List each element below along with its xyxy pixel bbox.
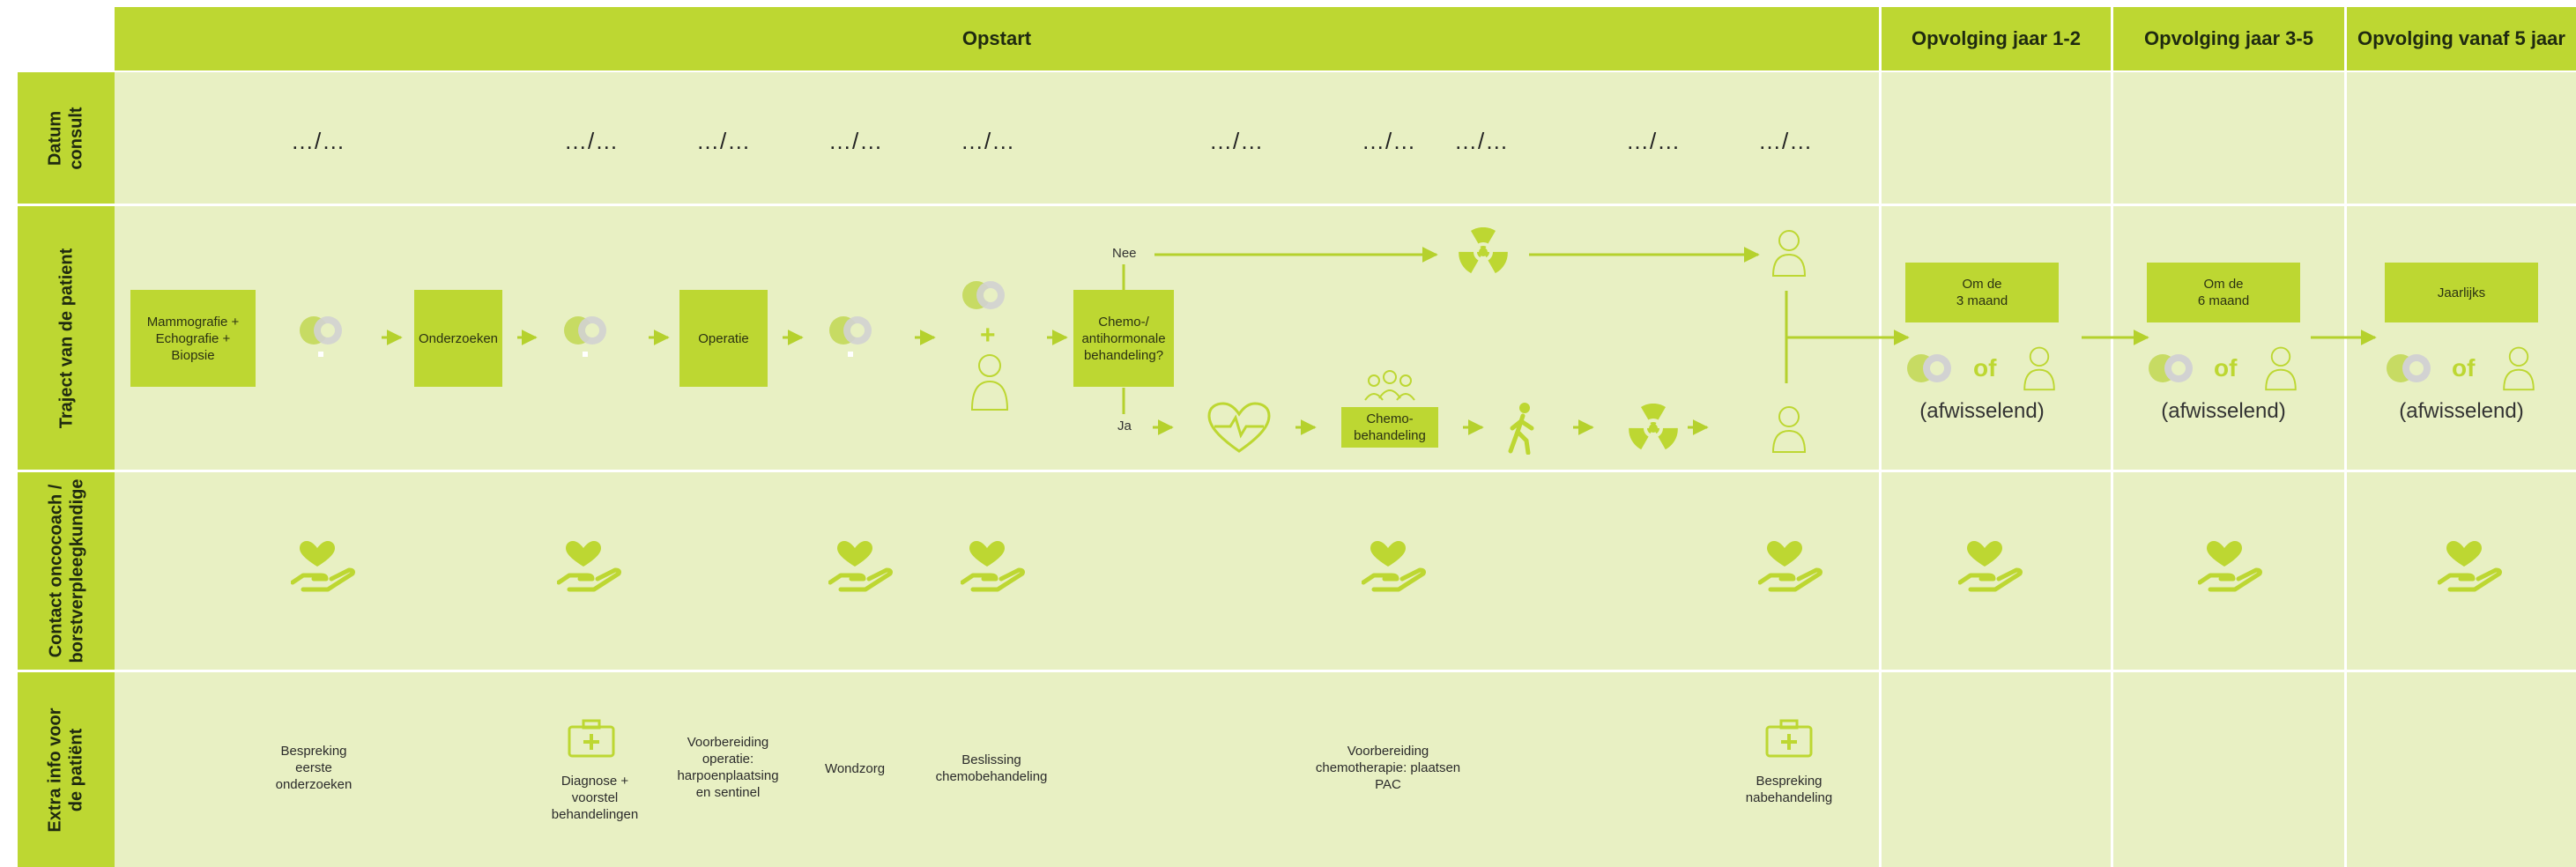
nurse-icon [2265,346,2297,391]
hand-heart-icon [828,541,893,592]
consult-date: …/… [1626,128,1681,154]
consult-date: …/… [1362,128,1417,154]
consult-date: …/… [564,128,620,154]
extra-info-note: Bespreking eerste onderzoeken [275,744,353,792]
followup-note: (afwisselend) [1919,399,2045,423]
extra-info-note: Voorbereiding chemotherapie: plaatsen PA… [1315,744,1461,792]
extra-info-note: Beslissing chemobehandeling [935,752,1048,784]
hand-heart-icon [2438,541,2502,592]
row-label-extra: Extra info voor de patiënt [18,672,115,867]
followup-or-word: of [2452,354,2476,382]
step-operatie: Operatie [679,290,768,387]
extra-info-note: Bespreking nabehandeling [1745,774,1833,805]
extra-info-note: Diagnose + voorstel behandelingen [551,774,639,822]
hand-heart-icon [291,541,355,592]
nurse-icon [1771,406,1807,453]
doctor-consult-icon [2149,354,2193,382]
header-vanaf-5-label: Opvolging vanaf 5 jaar [2357,27,2565,49]
nurse-icon [2503,346,2535,391]
header-jaar-3-5-label: Opvolging jaar 3-5 [2144,27,2313,49]
row-label-contact: Contact oncocoach / borstverpleegkundige [18,472,115,670]
column-divider [1879,72,1882,867]
followup-or-word: of [2214,354,2238,382]
consult-date: …/… [961,128,1016,154]
header-jaar-1-2-label: Opvolging jaar 1-2 [1912,27,2081,49]
header-opstart-label: Opstart [961,27,1032,49]
consult-date: …/… [1758,128,1814,154]
followup-or-word: of [1973,354,1997,382]
row-label-traject: Traject van de patient [18,206,115,470]
row-band-extra [115,672,2576,867]
consult-date: …/… [828,128,884,154]
step-mammografie: Mammografie + Echografie + Biopsie [130,290,256,387]
doctor-consult-icon [564,316,606,357]
hand-heart-icon [1758,541,1823,592]
branch-nee-label: Nee [1112,246,1137,261]
followup-freq-jaar-1-2: Om de 3 maand [1905,263,2059,322]
walking-person-icon [1508,403,1534,455]
header-opstart: Opstart [115,7,1879,70]
doctor-consult-icon [300,316,342,357]
nurse-icon [1771,230,1807,277]
followup-note: (afwisselend) [2399,399,2524,423]
svg-text:+: + [980,321,996,350]
followup-freq-jaar-3-5: Om de 6 maand [2147,263,2300,322]
doctor-consult-icon [2387,354,2431,382]
team-icon [1364,370,1415,401]
consult-date: …/… [1209,128,1265,154]
column-divider [2111,72,2113,867]
radiation-icon [1629,404,1678,450]
extra-info-note: Wondzorg [824,761,886,776]
row-label-datum: Datum consult [18,72,115,204]
header-vanaf-5: Opvolging vanaf 5 jaar [2347,7,2576,70]
step-onderzoeken: Onderzoeken [414,290,502,387]
hand-heart-icon [961,541,1025,592]
medical-kit-icon [1765,719,1813,758]
doctor-consult-icon [1907,354,1951,382]
header-jaar-3-5: Opvolging jaar 3-5 [2113,7,2344,70]
heart-monitor-icon [1207,402,1271,453]
consult-date: …/… [696,128,752,154]
header-jaar-1-2: Opvolging jaar 1-2 [1882,7,2111,70]
followup-freq-vanaf-5: Jaarlijks [2385,263,2538,322]
branch-ja-label: Ja [1117,419,1132,434]
step-chemobehandeling: Chemo- behandeling [1341,407,1438,448]
radiation-icon [1459,227,1508,274]
nurse-icon [2023,346,2055,391]
hand-heart-icon [2198,541,2262,592]
medical-kit-icon [568,719,615,758]
hand-heart-icon [1958,541,2023,592]
doctor-consult-icon: + [962,281,1009,411]
doctor-consult-icon [829,316,872,357]
consult-date: …/… [291,128,346,154]
row-band-contact [115,472,2576,670]
followup-note: (afwisselend) [2161,399,2286,423]
hand-heart-icon [557,541,621,592]
hand-heart-icon [1362,541,1426,592]
row-band-datum [115,72,2576,204]
consult-date: …/… [1454,128,1510,154]
extra-info-note: Voorbereiding operatie: harpoenplaatsing… [677,735,779,800]
column-divider [2344,72,2347,867]
step-chemo-vraag: Chemo-/ antihormonale behandeling? [1073,290,1174,387]
